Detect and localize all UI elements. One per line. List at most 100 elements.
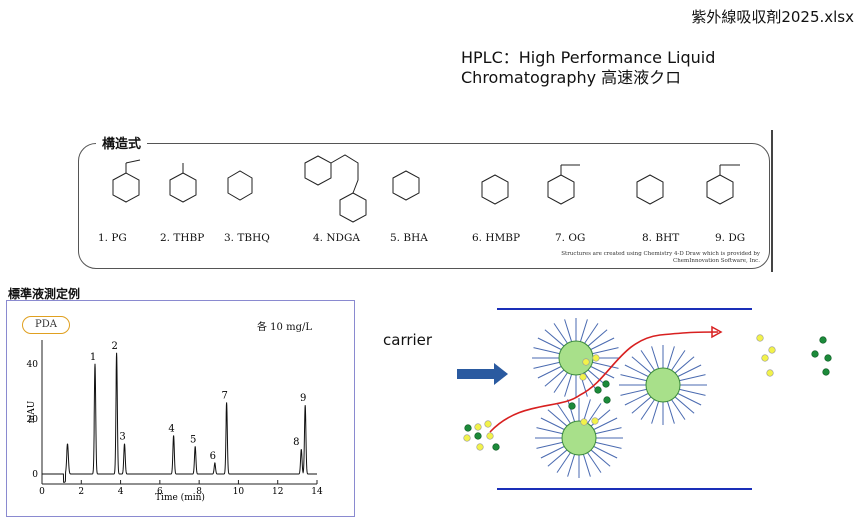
- peak-label: 8: [293, 437, 299, 448]
- structures-credit: Structures are created using Chemistry 4…: [561, 251, 760, 264]
- eluting-molecule: [761, 354, 769, 362]
- bonded-phase-chain: [533, 361, 561, 369]
- standard-title: 標準液測定例: [8, 287, 81, 301]
- bonded-phase-chain: [537, 337, 563, 351]
- bonded-phase-chain: [564, 373, 573, 397]
- peak-label: 4: [168, 423, 174, 434]
- bonded-phase-chain: [670, 398, 686, 420]
- peak-label: 1: [90, 352, 96, 363]
- bonded-phase-chain: [553, 371, 569, 393]
- bonded-phase-chain: [536, 427, 564, 435]
- hplc-line-2: Chromatography 高速液クロ: [461, 68, 682, 87]
- eluting-molecule: [463, 434, 471, 442]
- file-title: 紫外線吸収剤2025.xlsx: [691, 8, 854, 26]
- molecule-bha: [392, 170, 420, 201]
- retained-molecule: [474, 432, 482, 440]
- peak-label: 2: [111, 341, 117, 352]
- retained-molecule: [822, 368, 830, 376]
- x-tick-label: 8: [196, 487, 202, 497]
- bonded-phase-chain: [537, 365, 563, 379]
- bonded-phase-chain: [620, 374, 648, 382]
- peak-label: 3: [119, 432, 125, 443]
- bonded-phase-chain: [624, 392, 650, 406]
- bonded-phase-chain: [544, 329, 566, 348]
- bonded-phase-chain: [586, 451, 602, 473]
- x-tick-label: 14: [311, 487, 323, 497]
- bonded-phase-chain: [631, 356, 653, 375]
- peak-label: 6: [210, 451, 216, 462]
- bonded-phase-chain: [540, 445, 566, 459]
- bonded-phase-chain: [589, 337, 615, 351]
- retained-molecule: [464, 424, 472, 432]
- bonded-phase-chain: [670, 350, 686, 372]
- peak-label: 9: [300, 393, 306, 404]
- eluting-molecule: [766, 369, 774, 377]
- bonded-phase-chain: [582, 453, 591, 477]
- retained-molecule: [594, 386, 602, 394]
- bonded-phase-chain: [586, 403, 602, 425]
- bonded-phase-chain: [589, 448, 611, 467]
- carrier-label: carrier: [383, 331, 433, 349]
- eluting-molecule: [756, 334, 764, 342]
- bonded-phase-chain: [673, 356, 695, 375]
- bonded-phase-chain: [567, 453, 576, 477]
- eluting-molecule: [591, 417, 599, 425]
- eluting-molecule: [580, 418, 588, 426]
- bonded-phase-chain: [592, 445, 618, 459]
- compound-label-7: 7. OG: [555, 232, 586, 244]
- bonded-phase-chain: [533, 347, 561, 355]
- bonded-phase-chain: [594, 441, 622, 449]
- bonded-phase-chain: [651, 346, 660, 370]
- x-axis-title: Time (min): [155, 492, 205, 503]
- bonded-phase-chain: [678, 374, 706, 382]
- bonded-phase-chain: [640, 350, 656, 372]
- eluting-molecule: [484, 420, 492, 428]
- retained-molecule: [824, 354, 832, 362]
- molecule-hmbp: [481, 174, 509, 205]
- bonded-phase-chain: [591, 361, 619, 369]
- retained-molecule: [568, 402, 576, 410]
- bonded-phase-chain: [536, 441, 564, 449]
- y-tick-label: 20: [27, 415, 39, 425]
- bonded-phase-chain: [547, 409, 569, 428]
- molecule-tbhq: [227, 170, 253, 201]
- flow-arrow: [457, 363, 508, 385]
- stationary-phase-particle: [561, 420, 597, 456]
- path-arrowhead: [711, 325, 723, 339]
- bonded-phase-chain: [589, 365, 615, 379]
- bonded-phase-chain: [583, 323, 599, 345]
- retained-molecule: [819, 336, 827, 344]
- x-tick-label: 12: [272, 487, 283, 497]
- bonded-phase-chain: [544, 368, 566, 387]
- bonded-phase-chain: [594, 427, 622, 435]
- bonded-phase-chain: [540, 417, 566, 431]
- bonded-phase-chain: [666, 400, 675, 424]
- structures-box: [78, 143, 770, 269]
- eluting-molecule: [474, 423, 482, 431]
- retained-molecule: [492, 443, 500, 451]
- x-tick-label: 2: [78, 487, 84, 497]
- bonded-phase-chain: [673, 395, 695, 414]
- chromatogram-trace: [42, 352, 317, 483]
- bonded-phase-chain: [556, 451, 572, 473]
- x-tick-label: 10: [233, 487, 245, 497]
- bonded-phase-chain: [579, 319, 588, 343]
- eluting-molecule: [592, 354, 600, 362]
- eluting-molecule: [768, 346, 776, 354]
- bonded-phase-chain: [564, 319, 573, 343]
- compound-label-9: 9. DG: [715, 232, 746, 244]
- stationary-phase-particle: [558, 340, 594, 376]
- bonded-phase-chain: [640, 398, 656, 420]
- hplc-description: HPLC：High Performance Liquid Chromatogra…: [461, 48, 715, 88]
- bonded-phase-chain: [553, 323, 569, 345]
- x-tick-label: 0: [39, 487, 45, 497]
- compound-label-8: 8. BHT: [642, 232, 680, 244]
- concentration-label: 各 10 mg/L: [257, 322, 312, 333]
- eluting-molecule: [582, 358, 590, 366]
- y-tick-label: 40: [27, 360, 39, 370]
- x-tick-label: 4: [118, 487, 124, 497]
- vertical-divider: [771, 130, 773, 272]
- bonded-phase-chain: [678, 388, 706, 396]
